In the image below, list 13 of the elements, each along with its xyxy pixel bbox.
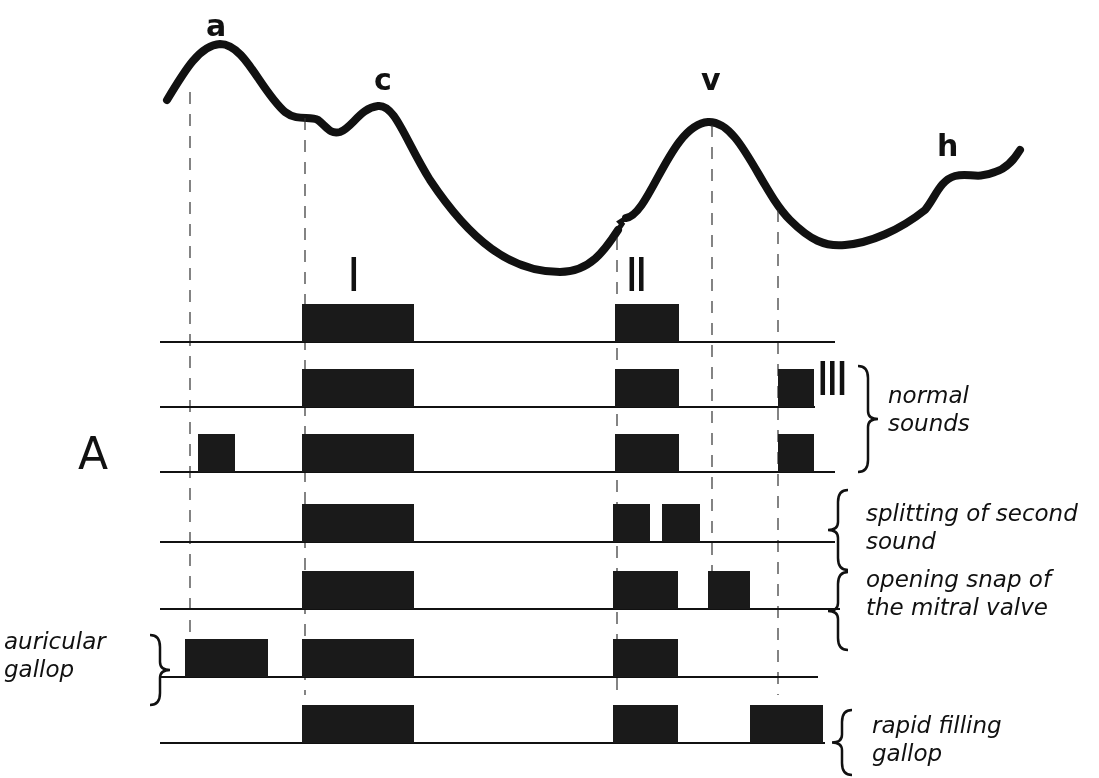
bracket-note: rapid filling gallop (872, 712, 1003, 768)
bracket-note: normal sounds (888, 382, 971, 438)
bracket-note: splitting of second sound (866, 500, 1079, 556)
heart-sound-number: III (816, 352, 845, 408)
wave-peak-label: h (937, 128, 959, 164)
bracket-note: auricular gallop (4, 628, 108, 684)
heart-sound-number: II (625, 248, 645, 304)
wave-peak-label: c (374, 62, 392, 98)
wave-peak-label: v (701, 62, 721, 98)
panel-letter: A (78, 428, 109, 481)
wave-peak-label: a (206, 8, 227, 44)
heart-sound-number: I (347, 248, 361, 304)
bracket-note: opening snap of the mitral valve (866, 566, 1096, 622)
